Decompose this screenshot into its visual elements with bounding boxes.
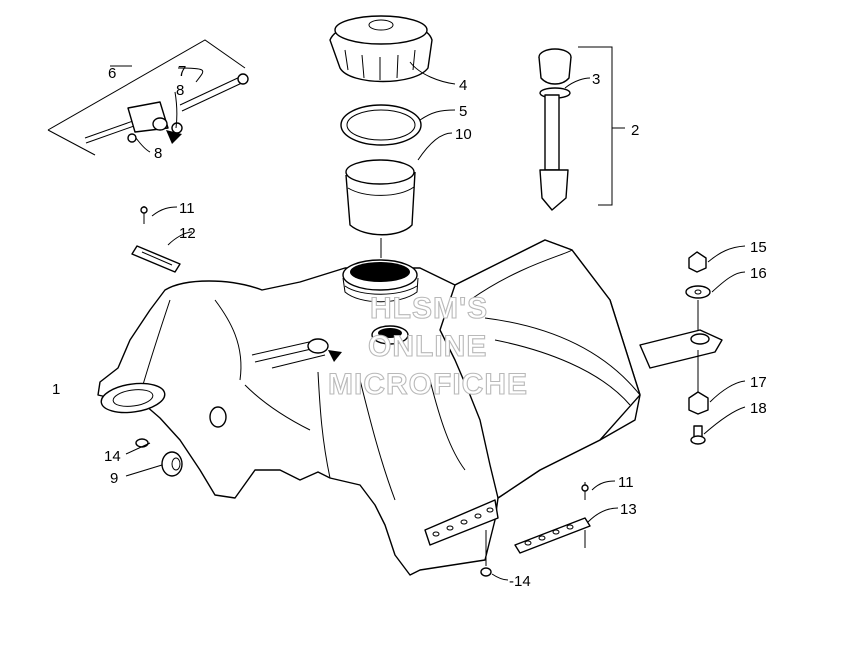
washer-16 bbox=[685, 285, 711, 299]
callout-1: 1 bbox=[52, 381, 60, 398]
watermark-line-1: HLSM'S bbox=[370, 292, 488, 325]
rubber-strip-13 bbox=[514, 517, 591, 554]
callout-11-right: 11 bbox=[618, 474, 634, 491]
grommet-9 bbox=[161, 451, 183, 477]
callout-18: 18 bbox=[750, 400, 767, 417]
callout-17: 17 bbox=[750, 374, 767, 391]
callout-13: 13 bbox=[620, 501, 637, 518]
callout-8-top: 8 bbox=[176, 82, 184, 99]
callout-12: 12 bbox=[179, 225, 196, 242]
watermark-line-2: ONLINE bbox=[368, 330, 487, 363]
bolt-18 bbox=[690, 425, 706, 445]
callout-14-left: 14 bbox=[104, 448, 121, 465]
filler-sleeve bbox=[345, 159, 416, 236]
vent-fitting bbox=[251, 338, 342, 369]
rubber-strip-12 bbox=[131, 245, 181, 273]
pin-11a bbox=[140, 206, 148, 224]
callout-5: 5 bbox=[459, 103, 467, 120]
washer-14a bbox=[135, 438, 149, 448]
callout-11-left: 11 bbox=[179, 200, 195, 217]
watermark: HLSM'S ONLINE MICROFICHE bbox=[327, 291, 528, 401]
callout-labels: 1 2 3 4 5 6 7 8 8 9 10 11 11 12 13 14 -1… bbox=[52, 63, 767, 590]
callout-10: 10 bbox=[455, 126, 472, 143]
washer-14b bbox=[480, 567, 492, 577]
fuel-sender bbox=[538, 48, 572, 211]
callout-4: 4 bbox=[459, 77, 467, 94]
gas-cap bbox=[329, 15, 433, 83]
nut-17 bbox=[688, 391, 709, 415]
callout-16: 16 bbox=[750, 265, 767, 282]
o-ring bbox=[340, 104, 422, 146]
pin-11b bbox=[581, 482, 589, 500]
callout-15: 15 bbox=[750, 239, 767, 256]
nut-15 bbox=[688, 251, 707, 273]
callout-8-bottom: 8 bbox=[154, 145, 162, 162]
watermark-line-3: MICROFICHE bbox=[328, 368, 528, 401]
fuel-tank bbox=[97, 239, 723, 576]
callout-6: 6 bbox=[108, 65, 116, 82]
callout-7: 7 bbox=[178, 63, 186, 80]
callout-14-right: -14 bbox=[509, 573, 531, 590]
callout-3: 3 bbox=[592, 71, 600, 88]
callout-2: 2 bbox=[631, 122, 639, 139]
vent-kit bbox=[47, 39, 249, 156]
callout-9: 9 bbox=[110, 470, 118, 487]
leader-lines bbox=[125, 61, 746, 581]
